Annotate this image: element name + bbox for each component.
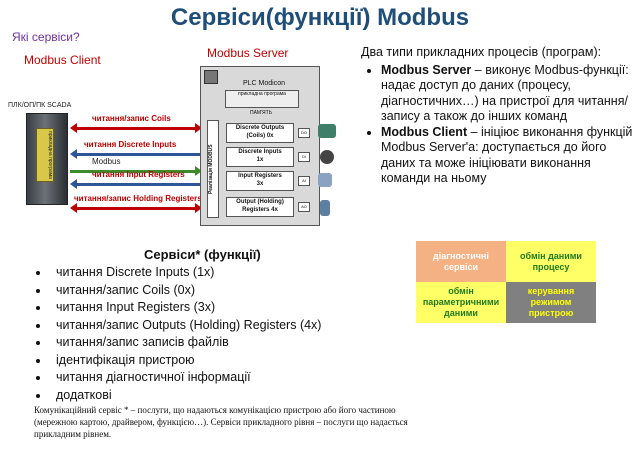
plc-icon xyxy=(204,70,218,84)
register-line: Output (Holding) xyxy=(236,199,284,205)
io-box: AI xyxy=(298,176,310,186)
list-item: читання Discrete Inputs (1x) xyxy=(50,264,321,282)
register-box-coils: Discrete Outputs (Coils) 0x xyxy=(226,123,294,143)
motor-icon xyxy=(318,124,336,138)
io-box: DI xyxy=(298,152,310,162)
services-heading: Сервіси* (функції) xyxy=(144,247,261,262)
process-types-intro: Два типи прикладних процесів (програм): xyxy=(361,45,602,59)
list-item: додаткові xyxy=(50,387,321,405)
item-desc: – ініціює виконання функцій Modbus Serve… xyxy=(381,124,633,186)
list-item: читання/запис Coils (0x) xyxy=(50,282,321,300)
arrow-holding-registers: читання/запис Holding Registers xyxy=(70,194,202,213)
arrow-label: читання/запис Holding Registers xyxy=(74,194,202,203)
arrow-label: читання/запис Coils xyxy=(92,114,171,123)
list-item: читання діагностичної інформації xyxy=(50,369,321,387)
modbus-realization-box: Реалізація MODBUS xyxy=(207,120,219,218)
grid-cell-process-data: обмін даними процесу xyxy=(506,241,596,282)
grid-cell-diagnostics: діагностичні сервіси xyxy=(416,241,506,282)
arrow-input-registers: читання Input Registers xyxy=(70,170,202,189)
arrow-label: Modbus xyxy=(92,157,121,166)
register-line: (Coils) 0x xyxy=(246,133,274,139)
sensor-icon xyxy=(318,173,332,187)
plc-memory-label: ПАМ'ЯТЬ xyxy=(250,110,272,116)
register-line: 1x xyxy=(256,157,264,163)
process-types-list: Modbus Server – виконує Modbus-функції: … xyxy=(361,63,639,187)
list-item: Modbus Client – ініціює виконання функці… xyxy=(381,125,639,187)
footnote: Комунікаційний сервіс * – послуги, що на… xyxy=(34,405,408,439)
arrow-discrete-inputs: читання Discrete Inputs xyxy=(70,140,202,159)
process-types-text: Два типи прикладних процесів (програм): … xyxy=(361,45,639,187)
button-icon xyxy=(320,150,334,164)
arrow-label: читання Input Registers xyxy=(92,170,185,179)
grid-cell-mode-control: керування режимом пристрою xyxy=(506,282,596,323)
item-term: Modbus Server xyxy=(381,62,472,77)
service-categories-grid: діагностичні сервіси обмін даними процес… xyxy=(416,241,596,323)
register-line: Discrete Outputs xyxy=(235,125,285,131)
register-line: Input Registers xyxy=(238,173,282,179)
register-box-input-registers: Input Registers 3x xyxy=(226,171,294,191)
io-box: AO xyxy=(298,202,310,212)
modbus-client-label: Modbus Client xyxy=(24,53,101,67)
item-term: Modbus Client xyxy=(381,124,468,139)
list-item: читання Input Registers (3x) xyxy=(50,299,321,317)
item-desc: – виконує Modbus-функції: надає доступ д… xyxy=(381,62,629,124)
plc-program-box: прикладна програма xyxy=(225,90,299,108)
arrow-modbus: Modbus xyxy=(70,157,202,176)
plc-caption: ПЛК/ОП/ПК SCADA xyxy=(8,102,72,109)
register-line: 3x xyxy=(256,181,264,187)
register-line: Registers 4x xyxy=(242,207,278,213)
io-box: DO xyxy=(298,128,310,138)
grid-cell-parameter-data: обмін параметричними даними xyxy=(416,282,506,323)
arrow-coils: читання/запис Coils xyxy=(70,114,202,133)
register-box-discrete-inputs: Discrete Inputs 1x xyxy=(226,147,294,167)
list-item: ідентифікація пристрою xyxy=(50,352,321,370)
list-item: читання/запис Outputs (Holding) Register… xyxy=(50,317,321,335)
arrow-label: читання Discrete Inputs xyxy=(84,140,177,149)
valve-icon xyxy=(320,200,330,216)
register-box-holding-registers: Output (Holding) Registers 4x xyxy=(226,197,294,217)
list-item: Modbus Server – виконує Modbus-функції: … xyxy=(381,63,639,125)
page-title: Сервіси(функції) Modbus xyxy=(170,4,470,31)
question-text: Які сервіси? xyxy=(12,30,80,44)
services-list: читання Discrete Inputs (1x) читання/зап… xyxy=(34,264,321,404)
modbus-server-label: Modbus Server xyxy=(207,46,289,60)
plc-title: PLC Modicon xyxy=(242,80,286,87)
client-device-panel: прикладна програма xyxy=(36,128,54,182)
list-item: читання/запис записів файлів xyxy=(50,334,321,352)
register-line: Discrete Inputs xyxy=(238,149,282,155)
